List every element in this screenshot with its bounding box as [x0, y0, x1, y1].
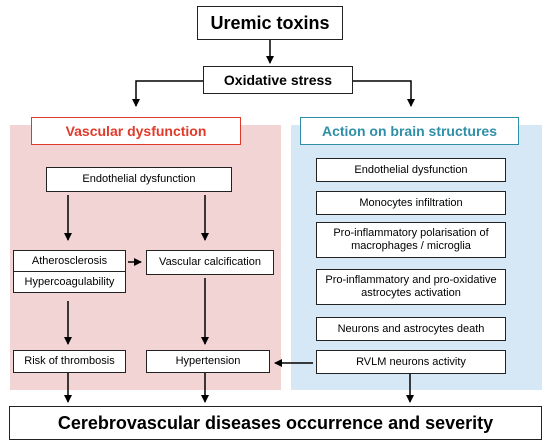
hypercoagulability-box: Hypercoagulability [13, 271, 126, 293]
brain-structures-header: Action on brain structures [300, 117, 519, 145]
macrophages-microglia-box: Pro-inflammatory polarisation of macroph… [316, 222, 506, 258]
vascular-dysfunction-header: Vascular dysfunction [31, 117, 241, 145]
hypertension-box: Hypertension [146, 350, 270, 373]
endothelial-dysfunction-box: Endothelial dysfunction [46, 167, 232, 192]
uremic-toxins-box: Uremic toxins [197, 6, 343, 40]
atherosclerosis-box: Atherosclerosis [13, 250, 126, 272]
neurons-astrocytes-death-box: Neurons and astrocytes death [316, 317, 506, 341]
vascular-calcification-box: Vascular calcification [146, 250, 274, 275]
oxidative-stress-box: Oxidative stress [203, 66, 353, 94]
brain-endothelial-dysfunction-box: Endothelial dysfunction [316, 158, 506, 182]
monocytes-infiltration-box: Monocytes infiltration [316, 191, 506, 215]
risk-of-thrombosis-box: Risk of thrombosis [13, 350, 126, 373]
rvlm-neurons-box: RVLM neurons activity [316, 350, 506, 374]
arrow-stress-branch-left [132, 80, 203, 107]
arrow-stress-branch-right [353, 80, 415, 107]
cerebrovascular-diseases-box: Cerebrovascular diseases occurrence and … [9, 406, 542, 440]
astrocytes-activation-box: Pro-inflammatory and pro-oxidative astro… [316, 269, 506, 305]
